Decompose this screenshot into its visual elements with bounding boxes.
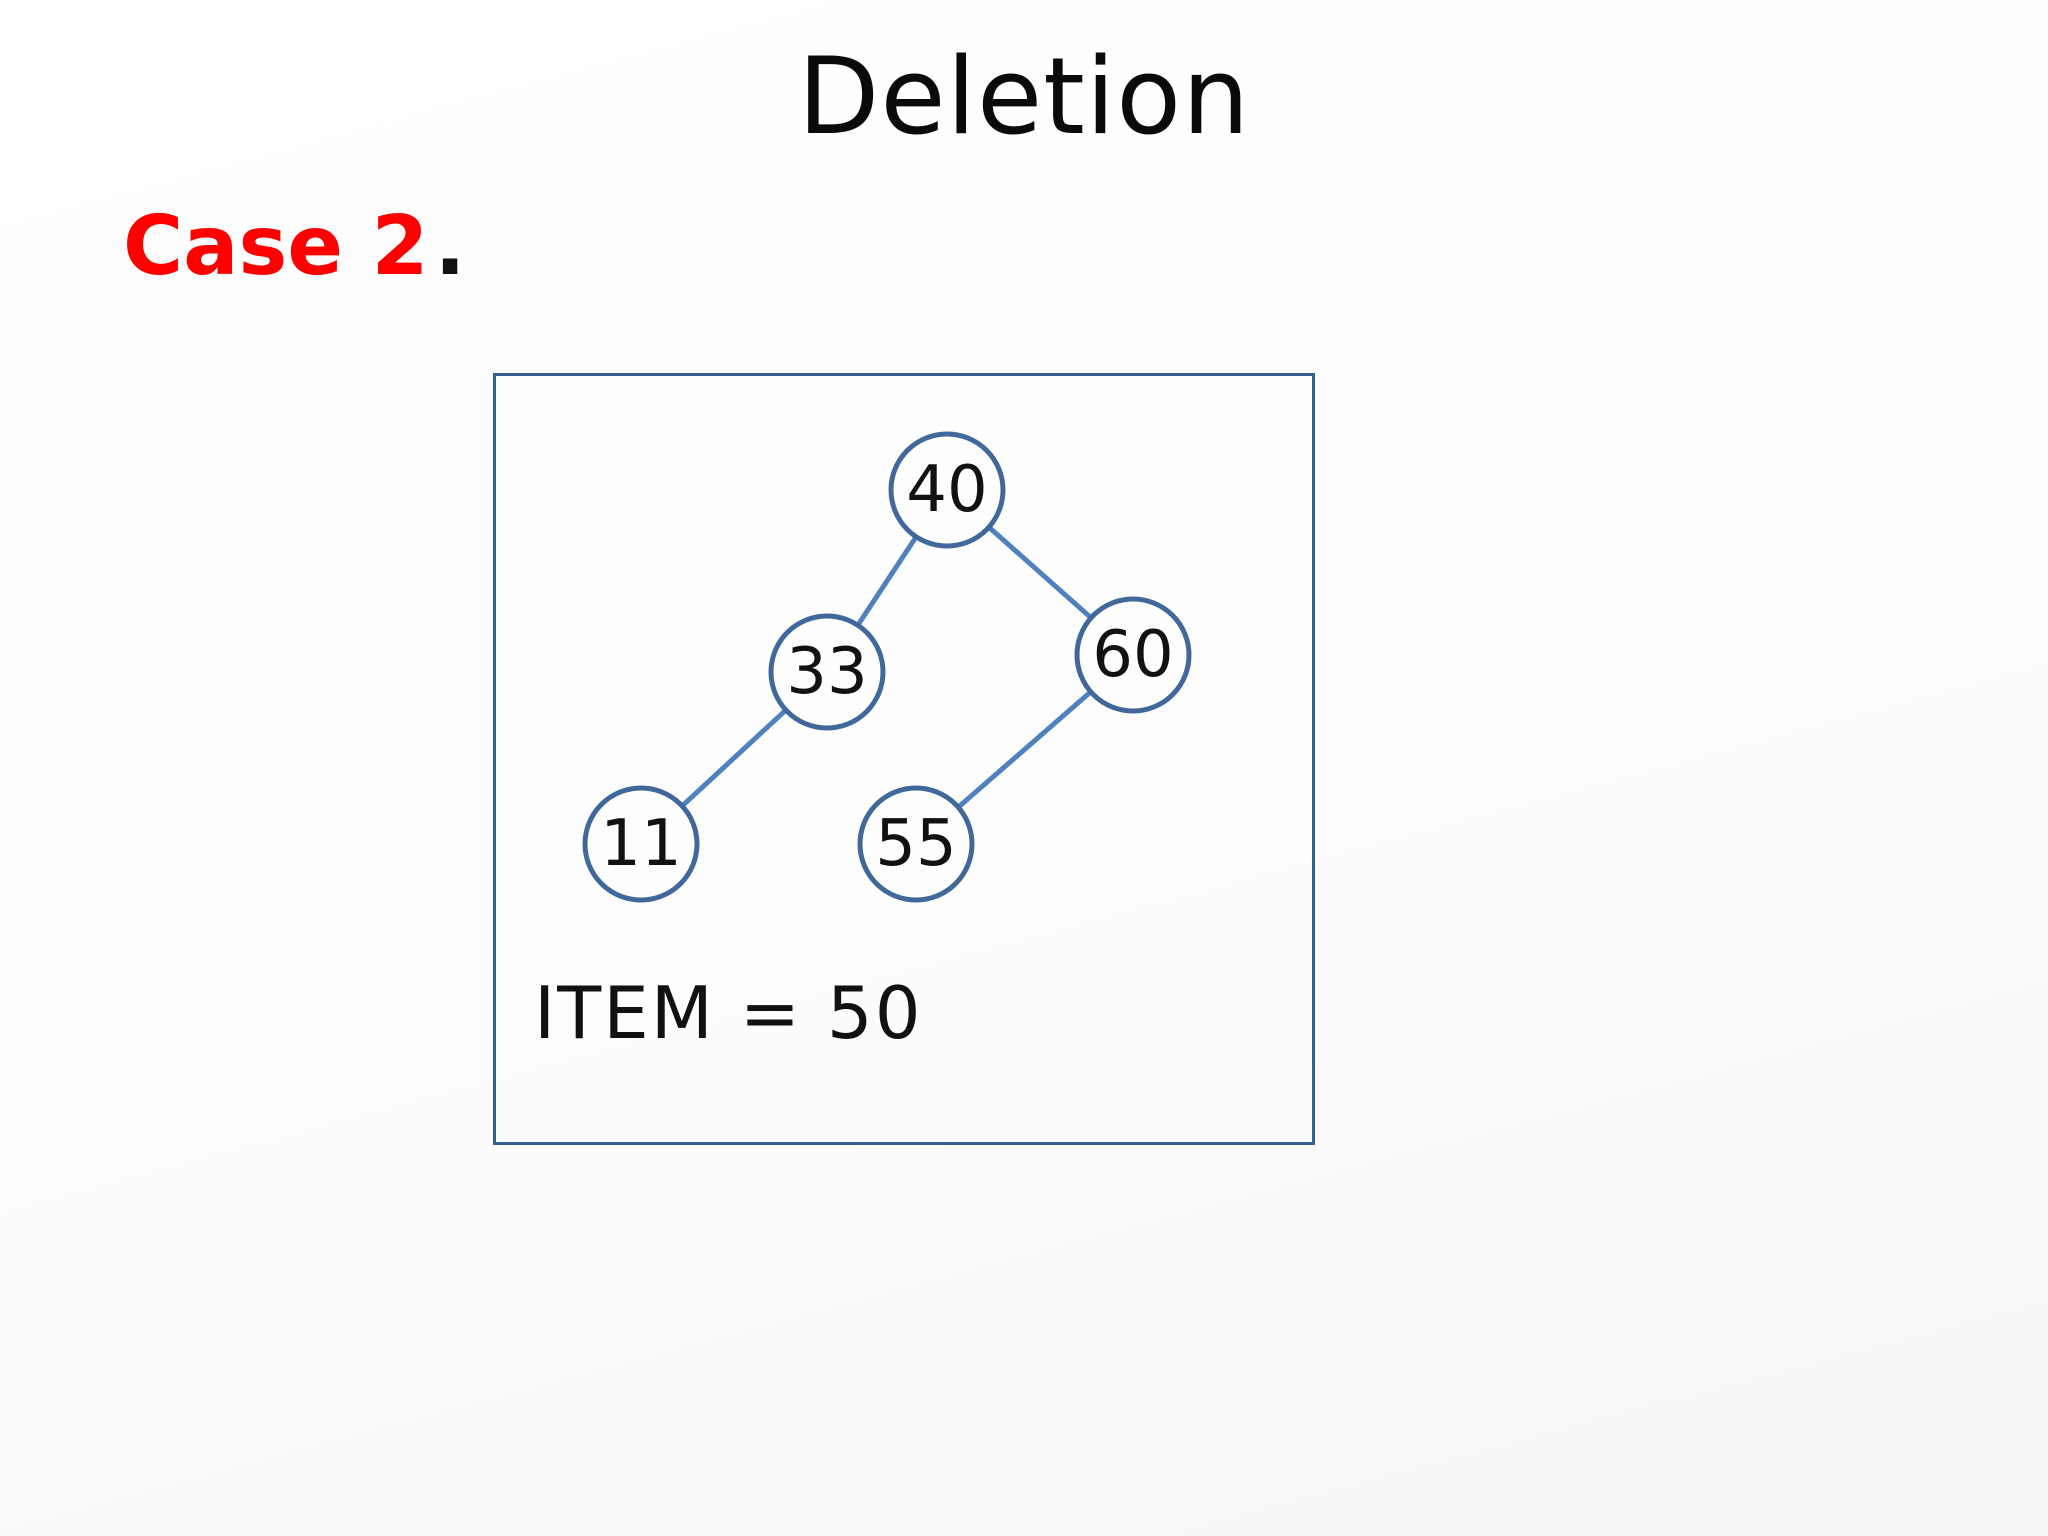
case-heading: Case 2. bbox=[123, 199, 466, 294]
case-label: Case 2 bbox=[123, 199, 429, 294]
slide-title: Deletion bbox=[797, 35, 1251, 158]
case-period: . bbox=[434, 199, 466, 294]
tree-diagram-box: ITEM = 50 bbox=[493, 373, 1315, 1145]
item-label: ITEM = 50 bbox=[534, 971, 923, 1055]
